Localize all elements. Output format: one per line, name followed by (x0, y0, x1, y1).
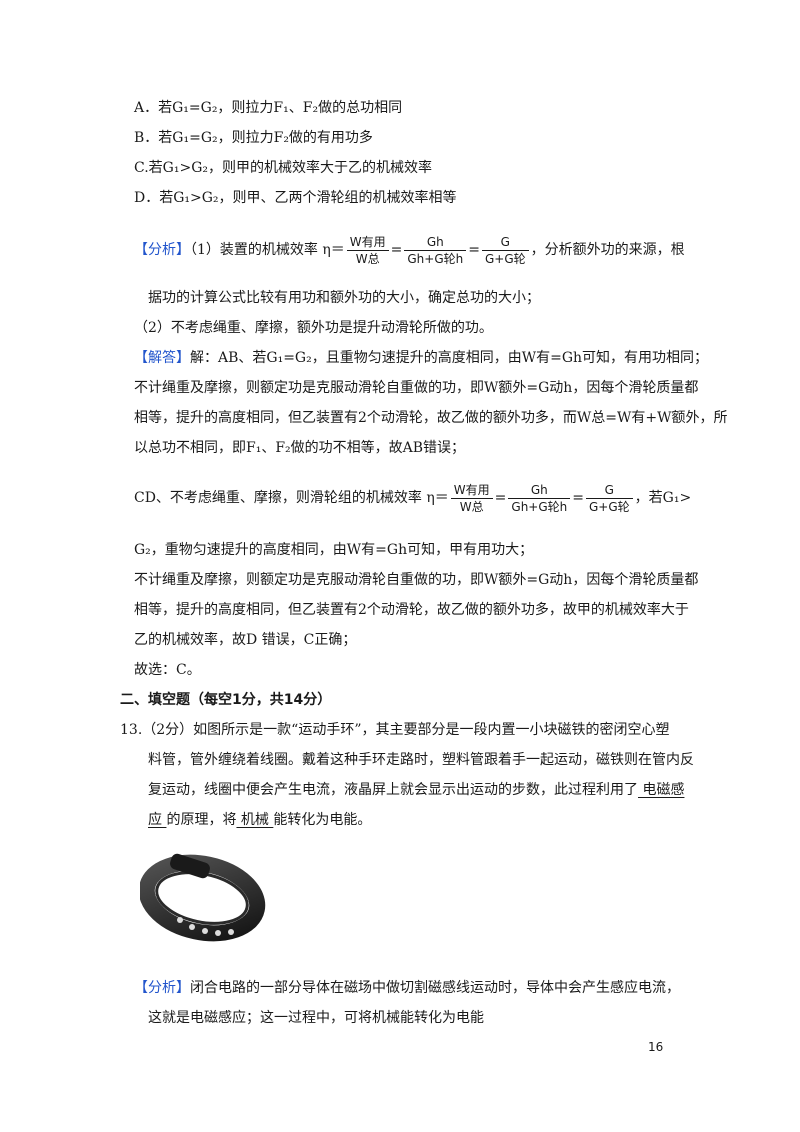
option-b: B．若G₁=G₂，则拉力F₂做的有用功多 (134, 130, 373, 146)
q13-line-4: 应 的原理，将 机械 能转化为电能。 (148, 812, 372, 828)
analysis-line-2: 据功的计算公式比较有用功和额外功的大小，确定总功的大小； (148, 290, 540, 306)
analysis-tag: 【分析】 (134, 242, 190, 258)
analysis2-line-1: 【分析】闭合电路的一部分导体在磁场中做切割磁感线运动时，导体中会产生感应电流， (134, 980, 680, 996)
q13-line-2: 料管，管外缠绕着线圈。戴着这种手环走路时，塑料管跟着手一起运动，磁铁则在管内反 (148, 752, 694, 768)
answer-line-10: 故选：C。 (134, 662, 201, 678)
answer-line-3: 相等，提升的高度相同，但乙装置有2个动滑轮，故乙做的额外功多，而W总=W有+W额… (134, 410, 728, 426)
fitness-band-image (140, 853, 266, 942)
answer-line-1: 【解答】解：AB、若G₁=G₂，且重物匀速提升的高度相同，由W有=Gh可知，有用… (134, 350, 709, 366)
q13-line-3: 复运动，线圈中便会产生电流，液晶屏上就会显示出运动的步数，此过程利用了 电磁感 (148, 782, 685, 798)
answer-line-2: 不计绳重及摩擦，则额定功是克服动滑轮自重做的功，即W额外=G动h，因每个滑轮质量… (134, 380, 699, 396)
option-d: D．若G₁>G₂，则甲、乙两个滑轮组的机械效率相等 (134, 190, 457, 206)
analysis-line-3: （2）不考虑绳重、摩擦，额外功是提升动滑轮所做的功。 (134, 320, 493, 336)
option-a: A．若G₁=G₂，则拉力F₁、F₂做的总功相同 (134, 100, 403, 116)
page-number: 16 (648, 1040, 664, 1054)
answer-line-4: 以总功不相同，即F₁、F₂做的功不相等，故AB错误； (134, 440, 466, 456)
analysis2-tag: 【分析】 (134, 980, 190, 996)
answer-line-6: G₂，重物匀速提升的高度相同，由W有=Gh可知，甲有用功大； (134, 542, 534, 558)
answer-tag: 【解答】 (134, 350, 190, 366)
analysis-pre: （1）装置的机械效率 η＝ (190, 242, 345, 258)
answer-blank-1: 电磁感 (638, 782, 685, 798)
option-c: C.若G₁>G₂，则甲的机械效率大于乙的机械效率 (134, 160, 432, 176)
q13-line-1: 13.（2分）如图所示是一款“运动手环”，其主要部分是一段内置一小块磁铁的密闭空… (120, 722, 670, 738)
answer-blank-1-cont: 应 (148, 812, 167, 828)
section-title: 二、填空题（每空1分，共14分） (120, 692, 332, 708)
answer-line-8: 相等，提升的高度相同，但乙装置有2个动滑轮，故乙做的额外功多，故甲的机械效率大于 (134, 602, 689, 618)
answer-blank-2: 机械 (236, 812, 274, 828)
analysis-post: ，分析额外功的来源，根 (530, 242, 685, 258)
answer-line-7: 不计绳重及摩擦，则额定功是克服动滑轮自重做的功，即W额外=G动h，因每个滑轮质量… (134, 572, 699, 588)
analysis2-line-2: 这就是电磁感应；这一过程中，可将机械能转化为电能 (148, 1010, 484, 1026)
answer-line-9: 乙的机械效率，故D 错误，C正确； (134, 632, 357, 648)
